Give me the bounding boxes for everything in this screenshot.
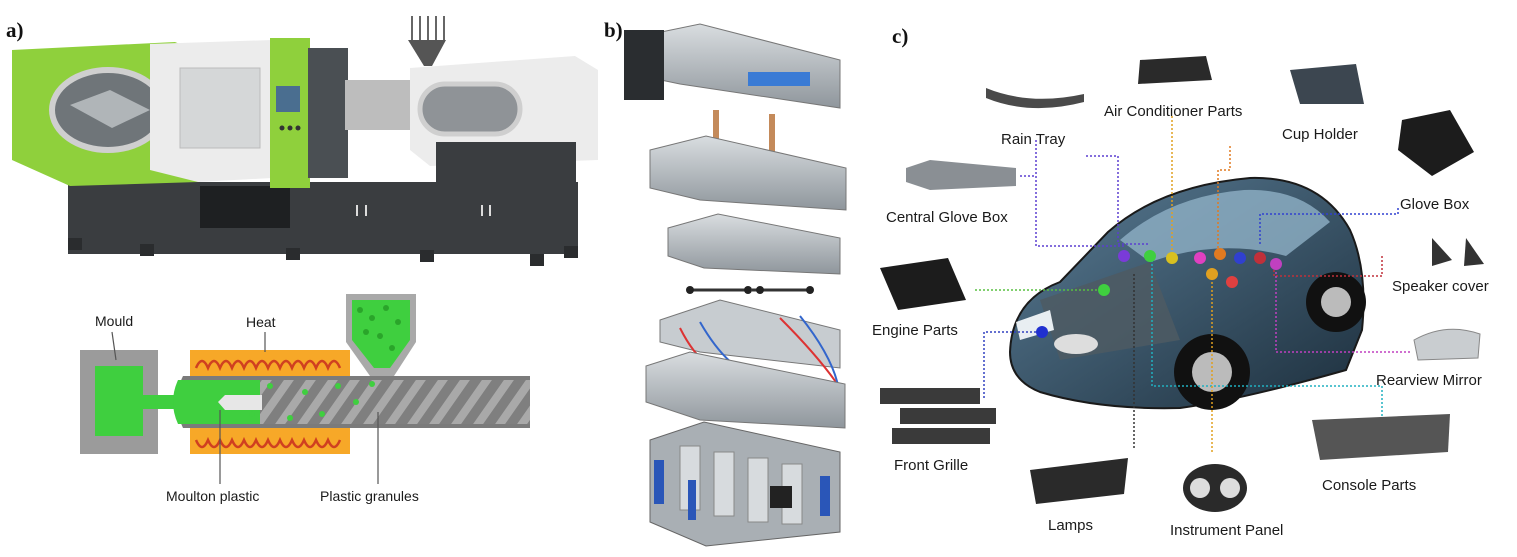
label-rain-tray: Rain Tray (1001, 131, 1066, 148)
speaker-cover-right-thumbnail (1464, 238, 1484, 266)
mould-core-plate (649, 421, 841, 547)
injection-schematic: Mould Heat Moulton plastic Plastic granu… (80, 294, 530, 504)
air-conditioner-thumbnail (1138, 56, 1212, 84)
label-engine-parts: Engine Parts (872, 322, 958, 339)
label-rearview-mirror: Rearview Mirror (1376, 372, 1482, 389)
mould-plate-3 (667, 213, 841, 275)
callout-lines (975, 116, 1410, 452)
lamps-thumbnail (1030, 458, 1128, 504)
label-air-conditioner-parts: Air Conditioner Parts (1104, 103, 1242, 120)
engine-parts-thumbnail (880, 258, 966, 310)
mould-slides (659, 299, 841, 369)
car-grille (1054, 334, 1098, 354)
mould-plate-2 (649, 135, 847, 211)
hopper (408, 40, 446, 66)
front-grille-thumbnail (880, 388, 996, 444)
label-console-parts: Console Parts (1322, 477, 1416, 494)
panel-label-c: c) (892, 24, 909, 48)
mould-plate-4 (645, 351, 846, 429)
rearview-mirror-thumbnail (1413, 328, 1481, 361)
rain-tray-thumbnail (986, 88, 1084, 109)
glove-box-thumbnail (1398, 110, 1474, 176)
console-parts-thumbnail (1312, 414, 1450, 460)
injection-molding-machine (12, 16, 598, 266)
instrument-panel-thumbnail (1183, 464, 1247, 512)
panel-label-a: a) (6, 18, 24, 42)
label-glove-box: Glove Box (1400, 196, 1470, 213)
label-heat: Heat (246, 314, 276, 330)
heater-bands (190, 350, 350, 454)
machine-base (68, 182, 578, 254)
label-speaker-cover: Speaker cover (1392, 278, 1489, 295)
speaker-cover-left-thumbnail (1432, 238, 1452, 266)
label-front-grille: Front Grille (894, 457, 968, 474)
control-screen (276, 86, 300, 112)
car-illustration (1008, 176, 1366, 410)
label-plastic-granules: Plastic granules (320, 488, 419, 504)
label-central-glove-box: Central Glove Box (886, 209, 1008, 226)
label-instrument-panel: Instrument Panel (1170, 522, 1283, 539)
part-labels: Rain Tray Air Conditioner Parts Cup Hold… (872, 103, 1489, 539)
car-windshield (1120, 189, 1330, 262)
label-molten-plastic: Moulton plastic (166, 488, 259, 504)
central-glove-box-thumbnail (906, 160, 1016, 190)
part-thumbnails (880, 56, 1484, 512)
panel-label-b: b) (604, 18, 623, 42)
label-cup-holder: Cup Holder (1282, 126, 1358, 143)
cup-holder-thumbnail (1290, 64, 1364, 104)
part-markers (1036, 248, 1282, 338)
label-mould: Mould (95, 313, 133, 329)
exploded-mould (624, 23, 847, 547)
label-lamps: Lamps (1048, 517, 1093, 534)
